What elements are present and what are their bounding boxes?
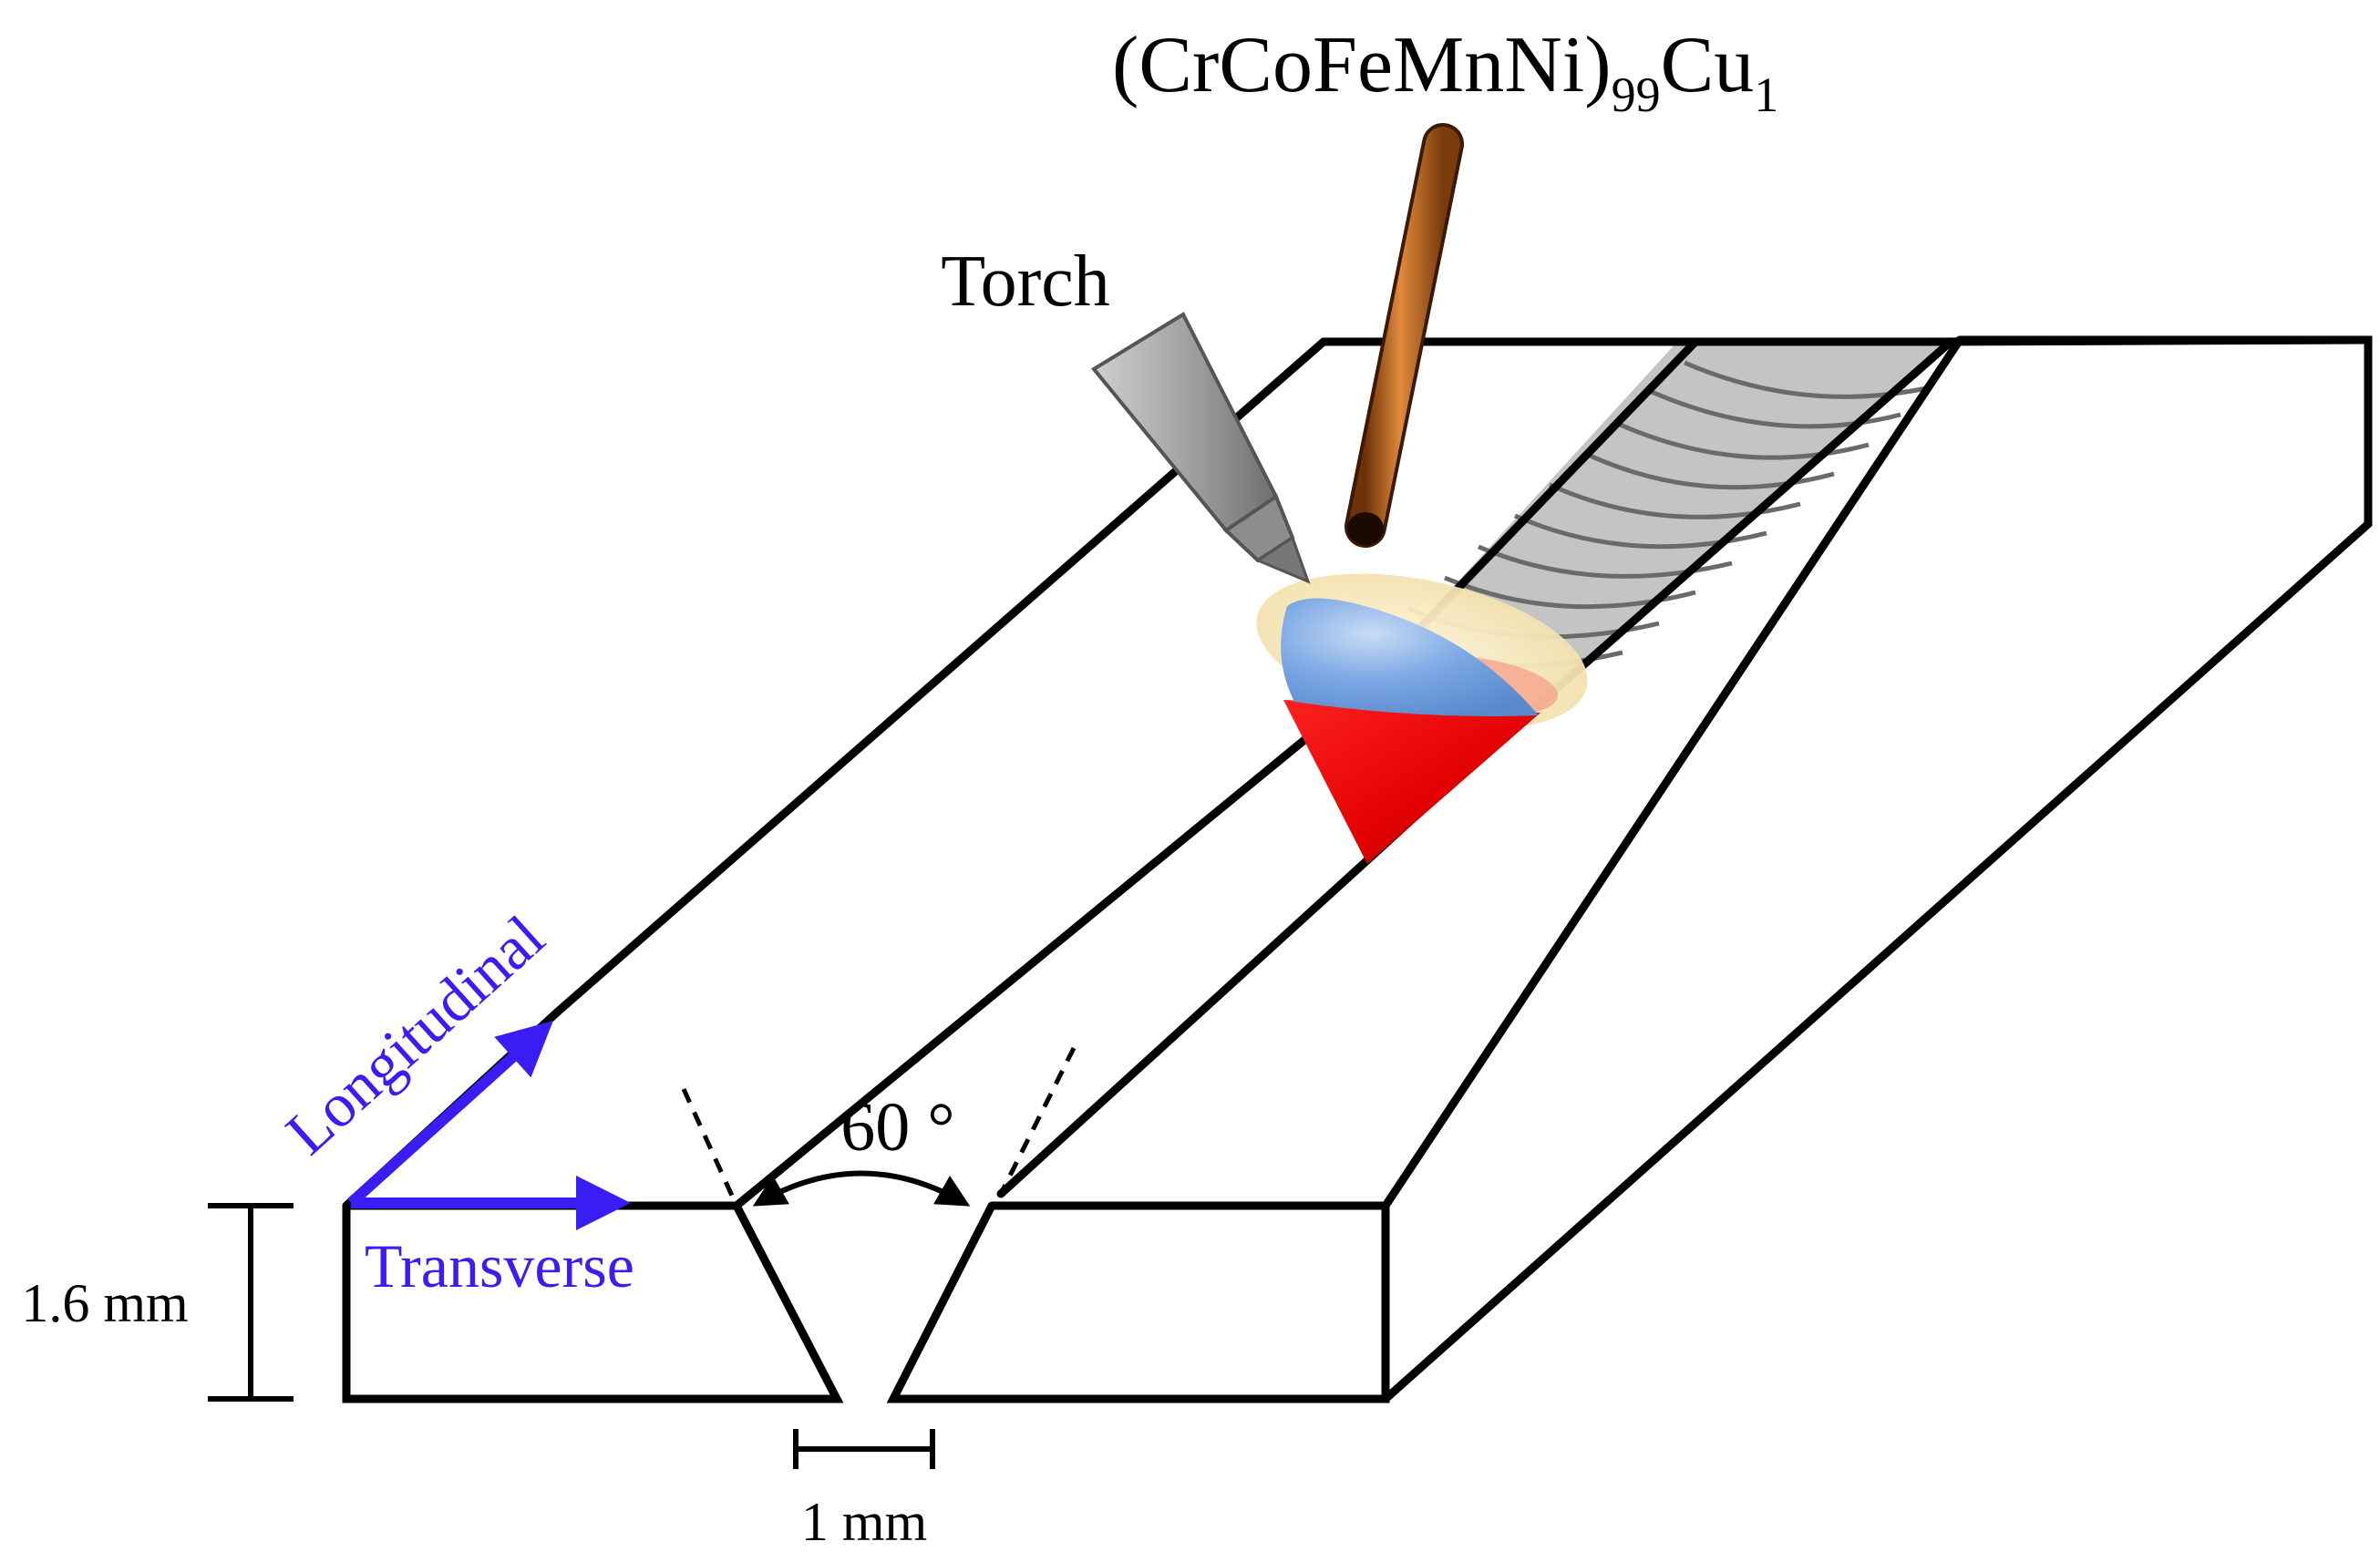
melt-pool-blue-top (1281, 598, 1539, 716)
melt-pool (1256, 573, 1588, 864)
angle-label: 60 ° (840, 1089, 954, 1166)
filler-material-base: (CrCoFeMnNi) (1112, 21, 1612, 109)
angle-arc (752, 1170, 971, 1207)
thickness-dimension (208, 1203, 294, 1402)
filler-material-sub2: 1 (1754, 67, 1778, 122)
filler-material-element: Cu (1661, 21, 1755, 109)
filler-material-label: (CrCoFeMnNi)99Cu1 (1112, 21, 1778, 122)
torch-label: Torch (941, 242, 1109, 322)
right-plate-outline (886, 1201, 1390, 1403)
filler-rod-icon (1345, 123, 1464, 548)
direction-arrows (346, 1020, 631, 1230)
bevel-reference-lines (681, 1046, 1077, 1208)
thickness-label: 1.6 mm (21, 1273, 188, 1333)
longitudinal-arrow (346, 1020, 553, 1208)
transverse-label: Transverse (365, 1231, 634, 1300)
welding-torch-icon (1090, 312, 1311, 584)
root-gap-dimension (793, 1429, 935, 1469)
filler-material-sub1: 99 (1612, 67, 1661, 122)
root-gap-label: 1 mm (801, 1492, 927, 1552)
longitudinal-label: Longitudinal (273, 902, 557, 1168)
melt-pool-red-cone (1283, 700, 1540, 864)
